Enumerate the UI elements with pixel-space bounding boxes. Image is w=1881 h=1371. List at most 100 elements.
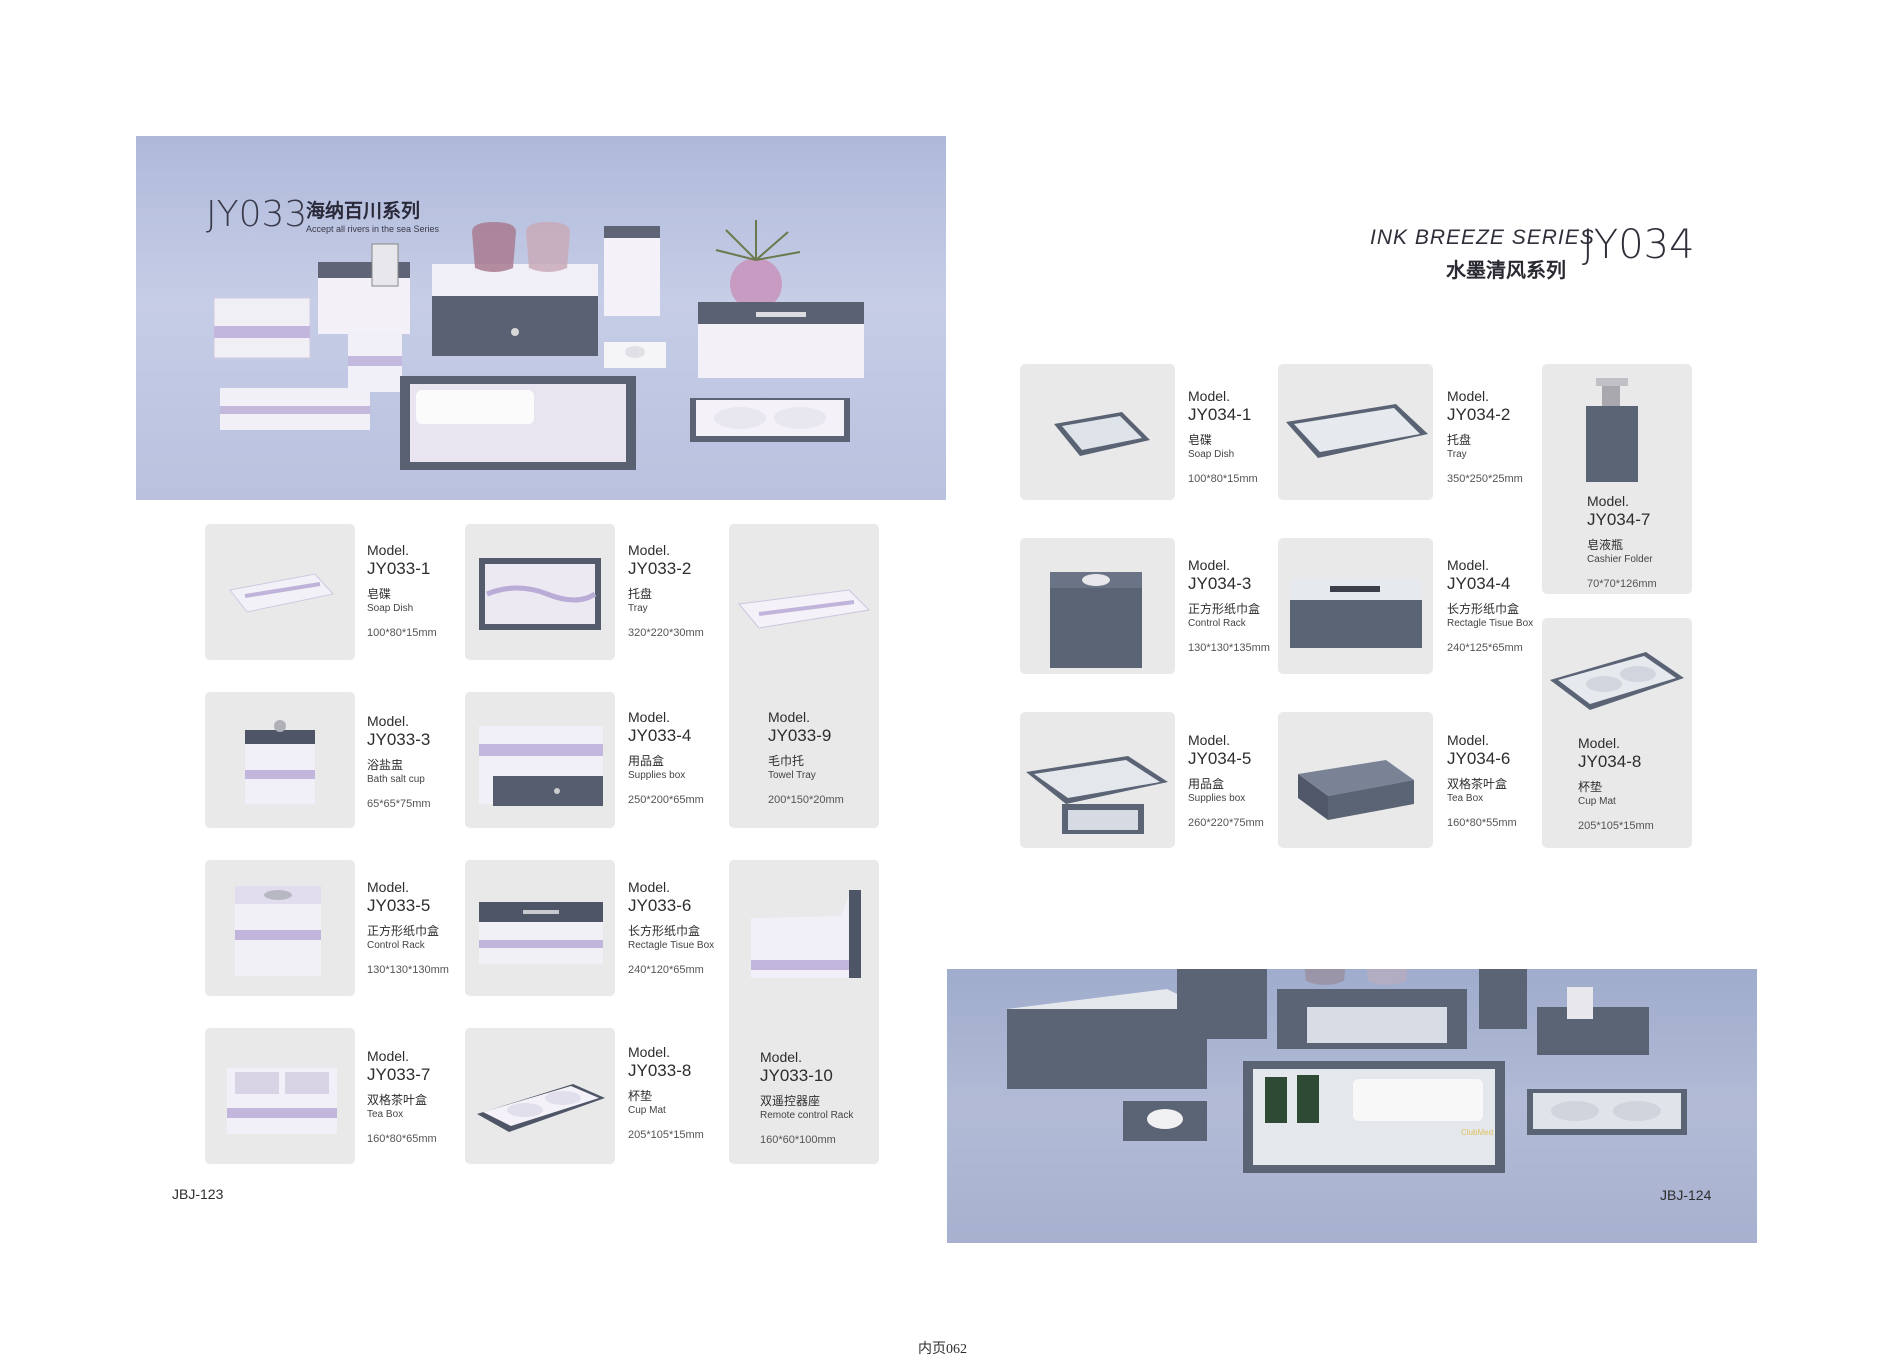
model-dimensions: 205*105*15mm	[628, 1129, 704, 1141]
model-name-en: Soap Dish	[367, 603, 414, 614]
model-label: Model.	[1578, 735, 1621, 751]
product-image-jy034-1	[1054, 412, 1150, 456]
model-info-jy033-3: Model. JY033-3 浴盐盅 Bath salt cup 65*65*7…	[367, 713, 487, 811]
left-series-cn: 海纳百川系列	[306, 201, 421, 222]
card-jy034-3	[1020, 538, 1175, 674]
card-jy034-1	[1020, 364, 1175, 500]
model-label: Model.	[1188, 557, 1231, 573]
model-code: JY034-1	[1188, 405, 1252, 424]
model-name-en: Supplies box	[628, 770, 686, 781]
model-info-jy034-4: Model. JY034-4 长方形纸巾盒 Rectagle Tisue Box…	[1447, 557, 1567, 655]
model-info-jy034-5: Model. JY034-5 用品盒 Supplies box 260*220*…	[1188, 732, 1308, 830]
model-code: JY033-4	[628, 726, 692, 745]
model-dimensions: 260*220*75mm	[1188, 817, 1264, 829]
model-name-cn: 用品盒	[1188, 777, 1225, 791]
card-jy033-4	[465, 692, 615, 828]
model-dimensions: 65*65*75mm	[367, 798, 431, 810]
model-name-cn: 用品盒	[628, 754, 665, 768]
card-jy033-2	[465, 524, 615, 660]
model-code: JY033-5	[367, 896, 431, 915]
model-label: Model.	[367, 542, 410, 558]
left-series-en: Accept all rivers in the sea Series	[306, 224, 440, 234]
right-series-code: JY034	[1582, 222, 1695, 268]
model-label: Model.	[1587, 493, 1630, 509]
model-name-cn: 托盘	[628, 587, 653, 601]
model-label: Model.	[628, 542, 671, 558]
model-label: Model.	[367, 713, 410, 729]
model-info-jy034-1: Model. JY034-1 皂碟 Soap Dish 100*80*15mm	[1188, 388, 1308, 486]
model-name-cn: 杯垫	[628, 1089, 653, 1103]
model-info-jy033-9: Model. JY033-9 毛巾托 Towel Tray 200*150*20…	[768, 709, 888, 807]
model-name-en: Tea Box	[1447, 793, 1484, 804]
model-dimensions: 320*220*30mm	[628, 627, 704, 639]
model-name-en: Remote control Rack	[760, 1110, 854, 1121]
model-name-cn: 浴盐盅	[367, 758, 404, 772]
model-label: Model.	[628, 1044, 671, 1060]
card-jy033-7	[205, 1028, 355, 1164]
card-jy033-1	[205, 524, 355, 660]
brand-mark: ClubMed	[1461, 1128, 1494, 1137]
model-info-jy033-5: Model. JY033-5 正方形纸巾盒 Control Rack 130*1…	[367, 879, 487, 977]
model-name-cn: 正方形纸巾盒	[1188, 602, 1261, 616]
model-label: Model.	[1447, 388, 1490, 404]
model-dimensions: 70*70*126mm	[1587, 578, 1657, 590]
model-dimensions: 250*200*65mm	[628, 794, 704, 806]
model-label: Model.	[628, 879, 671, 895]
model-dimensions: 200*150*20mm	[768, 794, 844, 806]
model-name-en: Rectagle Tisue Box	[628, 940, 715, 951]
model-name-en: Control Rack	[367, 940, 425, 951]
model-code: JY034-7	[1587, 510, 1651, 529]
model-name-en: Cup Mat	[1578, 796, 1616, 807]
right-series-en: INK BREEZE SERIES	[1370, 226, 1595, 249]
card-jy033-5	[205, 860, 355, 996]
model-name-cn: 托盘	[1447, 433, 1472, 447]
model-label: Model.	[1447, 557, 1490, 573]
model-dimensions: 350*250*25mm	[1447, 473, 1523, 485]
product-image-jy033-8	[477, 1084, 605, 1132]
model-name-cn: 皂碟	[1188, 433, 1213, 447]
model-info-jy034-3: Model. JY034-3 正方形纸巾盒 Control Rack 130*1…	[1188, 557, 1308, 655]
product-image-jy034-5	[1026, 756, 1168, 834]
card-jy034-2	[1278, 364, 1433, 500]
model-code: JY034-8	[1578, 752, 1642, 771]
model-name-cn: 双格茶叶盒	[367, 1093, 428, 1107]
left-page-code: JBJ-123	[172, 1186, 224, 1202]
model-dimensions: 205*105*15mm	[1578, 820, 1654, 832]
model-code: JY033-10	[760, 1066, 833, 1085]
model-name-en: Bath salt cup	[367, 774, 425, 785]
right-page-code: JBJ-124	[1660, 1187, 1712, 1203]
model-label: Model.	[760, 1049, 803, 1065]
model-name-cn: 双格茶叶盒	[1447, 777, 1508, 791]
model-name-en: Towel Tray	[768, 770, 816, 781]
model-name-en: Cup Mat	[628, 1105, 666, 1116]
product-image-jy033-2	[479, 558, 601, 630]
left-hero-illustration	[213, 220, 864, 470]
model-dimensions: 100*80*15mm	[1188, 473, 1258, 485]
model-info-jy033-6: Model. JY033-6 长方形纸巾盒 Rectagle Tisue Box…	[628, 879, 748, 977]
model-dimensions: 240*120*65mm	[628, 964, 704, 976]
model-name-en: Tea Box	[367, 1109, 404, 1120]
product-image-jy033-1	[229, 573, 334, 613]
model-label: Model.	[768, 709, 811, 725]
model-info-jy033-1: Model. JY033-1 皂碟 Soap Dish 100*80*15mm	[367, 542, 487, 640]
model-dimensions: 240*125*65mm	[1447, 642, 1523, 654]
model-code: JY033-3	[367, 730, 431, 749]
model-label: Model.	[1447, 732, 1490, 748]
card-jy033-8	[465, 1028, 615, 1164]
model-code: JY034-3	[1188, 574, 1252, 593]
model-dimensions: 130*130*130mm	[367, 964, 449, 976]
product-image-jy033-5	[235, 886, 321, 976]
product-image-jy034-2	[1286, 404, 1428, 458]
model-dimensions: 100*80*15mm	[367, 627, 437, 639]
card-jy034-5	[1020, 712, 1175, 848]
model-code: JY034-4	[1447, 574, 1511, 593]
model-label: Model.	[628, 709, 671, 725]
card-jy034-4	[1278, 538, 1433, 674]
card-jy034-8	[1542, 618, 1692, 848]
left-hero-image: JY033 海纳百川系列 Accept all rivers in the se…	[136, 136, 946, 500]
model-code: JY033-2	[628, 559, 692, 578]
model-name-en: Soap Dish	[1188, 449, 1235, 460]
model-code: JY033-1	[367, 559, 431, 578]
model-info-jy034-6: Model. JY034-6 双格茶叶盒 Tea Box 160*80*55mm	[1447, 732, 1567, 830]
product-image-jy033-6	[479, 902, 603, 964]
